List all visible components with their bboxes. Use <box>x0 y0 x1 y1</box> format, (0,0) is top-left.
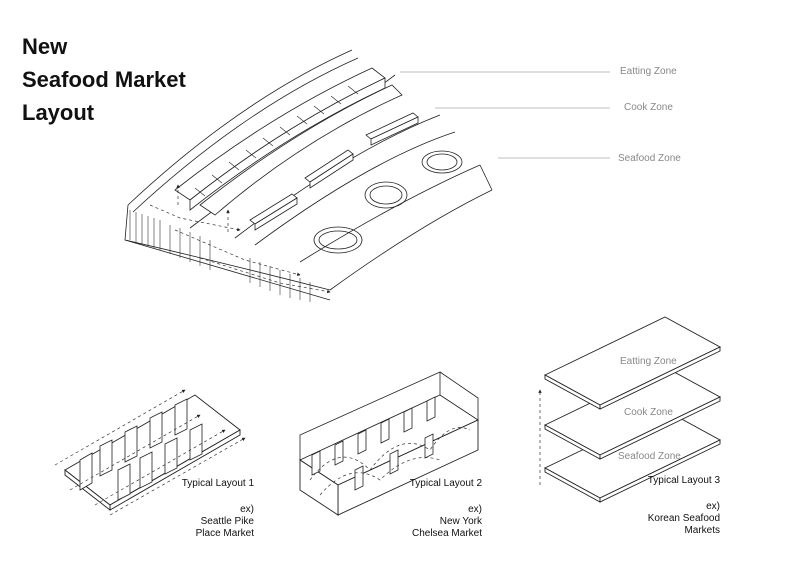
layout-1-title: Typical Layout 1 <box>181 478 254 489</box>
eating-counter-divisions <box>194 85 359 197</box>
layout-2-title: Typical Layout 2 <box>409 478 482 489</box>
zone-label-eating: Eatting Zone <box>620 66 677 77</box>
layout-2-caption: Typical Layout 2 ex) New York Chelsea Ma… <box>410 478 482 540</box>
title-line-2: Seafood Market <box>22 67 186 92</box>
typical-layout-1-drawing <box>54 389 246 516</box>
layout3-zone-cook: Cook Zone <box>624 407 673 418</box>
layout-3-line-1: Korean Seafood <box>647 513 720 524</box>
layout3-zone-seafood: Seafood Zone <box>618 451 681 462</box>
cook-blocks <box>249 112 419 231</box>
zone-label-seafood: Seafood Zone <box>618 153 681 164</box>
layout-1-caption: Typical Layout 1 ex) Seattle Pike Place … <box>182 478 254 540</box>
layout-3-line-2: Markets <box>684 525 720 536</box>
layout-2-line-2: Chelsea Market <box>411 528 482 539</box>
layout-3-caption: Typical Layout 3 ex) Korean Seafood Mark… <box>648 475 720 537</box>
layout3-zone-eating: Eatting Zone <box>620 356 677 367</box>
seafood-stalls <box>313 150 463 254</box>
layout-3-title: Typical Layout 3 <box>647 475 720 486</box>
main-market-plan <box>124 49 610 302</box>
layout-1-line-2: Place Market <box>195 528 254 539</box>
zone-label-cook: Cook Zone <box>624 102 673 113</box>
eating-counter <box>174 67 403 216</box>
title-line-3: Layout <box>22 100 95 125</box>
title-line-1: New <box>22 34 68 59</box>
main-circulation <box>149 184 331 294</box>
page-title: New Seafood Market Layout <box>22 30 186 129</box>
typical-layout-2-drawing <box>299 371 479 516</box>
layout-1-prefix: ex) <box>240 504 254 515</box>
layout-3-prefix: ex) <box>706 501 720 512</box>
layout-2-line-1: New York <box>439 516 482 527</box>
layout-2-prefix: ex) <box>468 504 482 515</box>
entry-steps <box>129 210 311 302</box>
typical-layout-3-drawing <box>538 316 721 503</box>
layout-1-line-1: Seattle Pike <box>200 516 254 527</box>
